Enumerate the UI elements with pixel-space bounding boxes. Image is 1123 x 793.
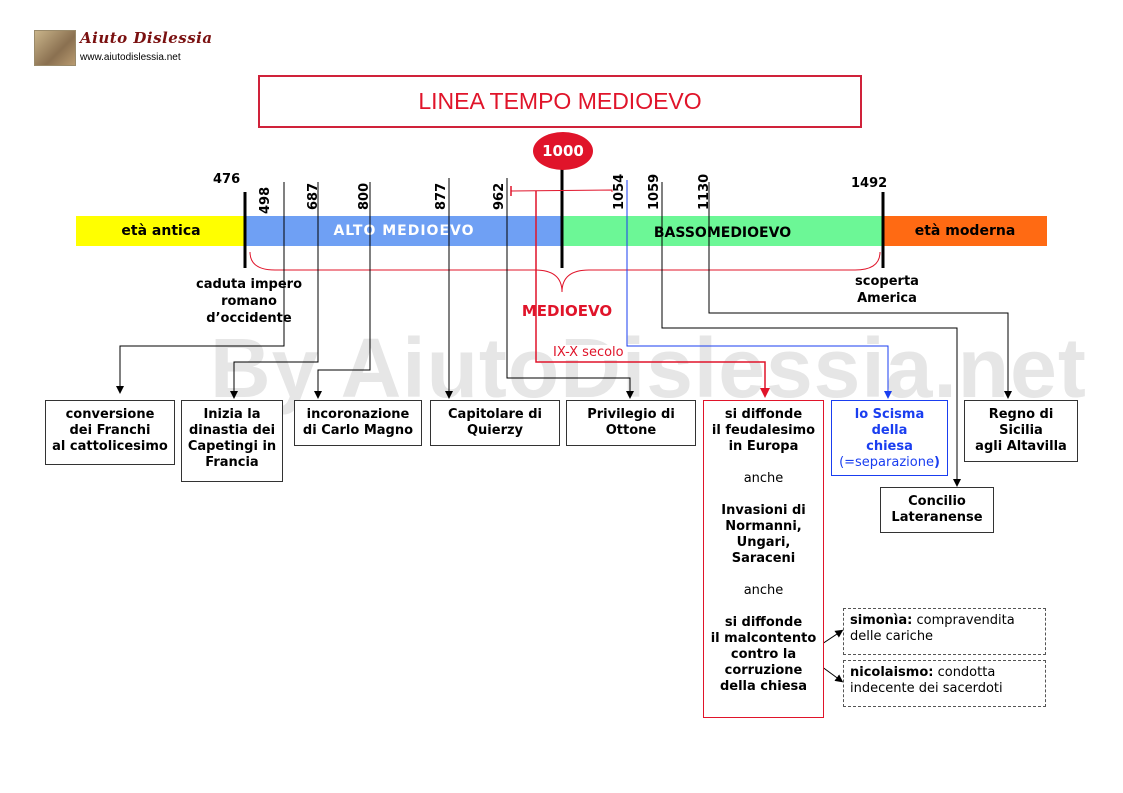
era-label-basso-medioevo: BASSOMEDIOEVO xyxy=(653,225,792,241)
year-687: 687 xyxy=(306,182,321,210)
year-962: 962 xyxy=(492,182,507,210)
year-1130: 1130 xyxy=(697,173,712,210)
page-title-box: LINEA TEMPO MEDIOEVO xyxy=(258,75,862,128)
year-498: 498 xyxy=(258,186,273,214)
year-1059: 1059 xyxy=(647,173,662,210)
page-title: LINEA TEMPO MEDIOEVO xyxy=(418,88,702,114)
label-medioevo: MEDIOEVO xyxy=(521,302,613,320)
era-label-antica: età antica xyxy=(121,223,201,239)
watermark-text: By AiutoDislessia.net xyxy=(210,321,1087,415)
note-nicolaismo: nicolaismo: condotta indecente dei sacer… xyxy=(843,660,1046,707)
year-1492: 1492 xyxy=(851,176,888,191)
era-band-moderna: età moderna xyxy=(883,216,1047,246)
era-label-alto-medioevo: ALTO MEDIOEVO xyxy=(333,223,475,239)
year-1054: 1054 xyxy=(612,173,627,210)
era-band-alto-medioevo: ALTO MEDIOEVO xyxy=(246,216,562,246)
year-1000-label: 1000 xyxy=(542,142,584,160)
logo-image xyxy=(34,30,76,66)
era-band-antica: età antica xyxy=(76,216,246,246)
logo-title: Aiuto Dislessia xyxy=(80,29,213,47)
year-800: 800 xyxy=(357,182,372,210)
era-label-moderna: età moderna xyxy=(914,223,1016,239)
era-band-basso-medioevo: BASSOMEDIOEVO xyxy=(562,216,883,246)
logo-url: www.aiutodislessia.net xyxy=(80,52,181,63)
year-476: 476 xyxy=(213,172,241,187)
label-ix-x-secolo: IX-X secolo xyxy=(553,345,624,360)
year-877: 877 xyxy=(434,182,449,210)
note-simonia: simonìa: compravendita delle cariche xyxy=(843,608,1046,655)
